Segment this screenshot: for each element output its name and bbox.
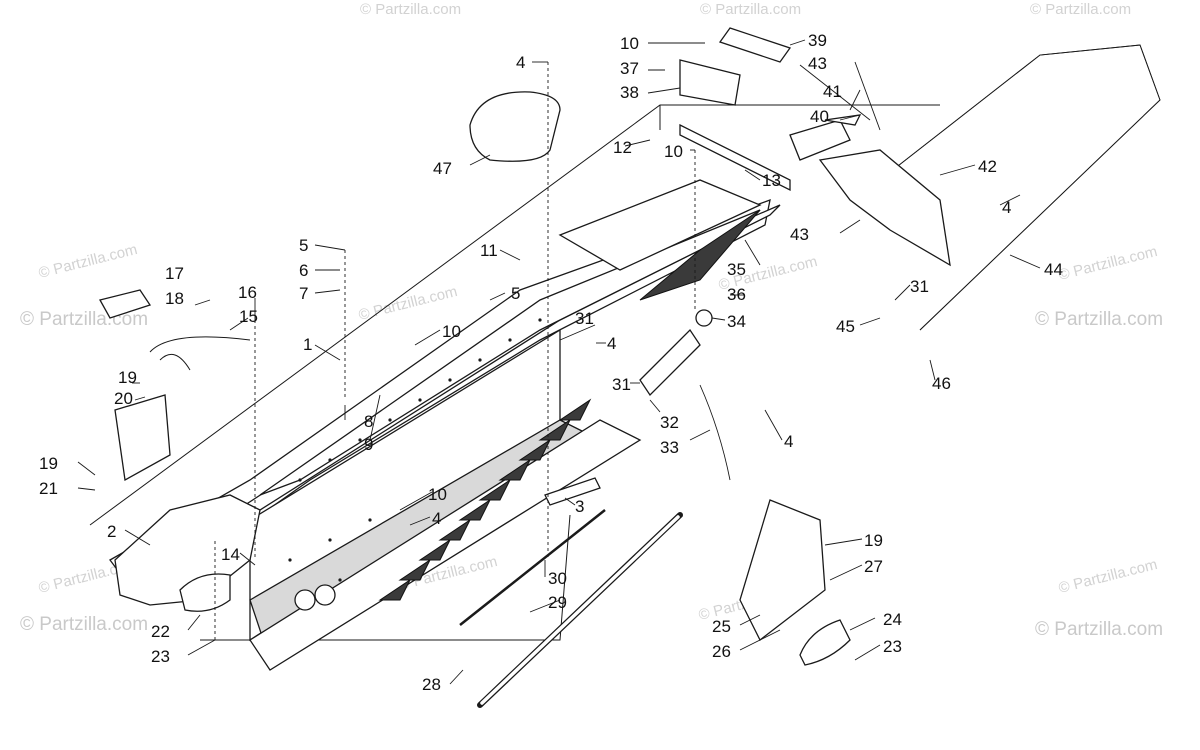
callout-4: 4 [784, 432, 793, 451]
watermark: © Partzilla.com [360, 1, 461, 18]
bracket-20 [114, 394, 171, 482]
callout-14: 14 [221, 545, 240, 564]
watermark: © Partzilla.com [1035, 619, 1163, 640]
callout-10: 10 [664, 142, 683, 161]
bar-15 [149, 336, 251, 371]
callout-23: 23 [151, 647, 170, 666]
callout-19: 19 [864, 531, 883, 550]
seat-cushion [469, 91, 561, 162]
callout-27: 27 [864, 557, 883, 576]
callout-16: 16 [238, 283, 257, 302]
callout-26: 26 [712, 642, 731, 661]
callout-19: 19 [39, 454, 58, 473]
leader-lines [77, 39, 1041, 685]
callout-8: 8 [364, 412, 373, 431]
callout-10: 10 [442, 322, 461, 341]
watermark: © Partzilla.com [37, 241, 139, 282]
footwell-24 [799, 619, 851, 666]
callout-21: 21 [39, 479, 58, 498]
bracket-38 [679, 59, 741, 106]
callout-47: 47 [433, 159, 452, 178]
tunnel-assembly [109, 179, 781, 671]
callout-20: 20 [114, 389, 133, 408]
callout-19: 19 [118, 368, 137, 387]
callout-3: 3 [575, 497, 584, 516]
footwell-22 [179, 573, 231, 612]
watermark: © Partzilla.com [1030, 1, 1131, 18]
callout-31: 31 [910, 277, 929, 296]
heat-exchanger [639, 209, 761, 301]
callout-23: 23 [883, 637, 902, 656]
callout-4: 4 [432, 509, 441, 528]
callout-15: 15 [239, 307, 258, 326]
callout-4: 4 [607, 334, 616, 353]
callout-46: 46 [932, 374, 951, 393]
callout-1: 1 [303, 335, 312, 354]
rod-30 [459, 509, 606, 626]
callout-9: 9 [364, 435, 373, 454]
callout-18: 18 [165, 289, 184, 308]
callout-11: 11 [480, 241, 498, 260]
callout-44: 44 [1044, 260, 1063, 279]
callout-2: 2 [107, 522, 116, 541]
strap-33 [699, 384, 731, 481]
cover-17 [99, 289, 152, 319]
watermark: © Partzilla.com [357, 283, 459, 324]
callout-25: 25 [712, 617, 731, 636]
callout-34: 34 [727, 312, 746, 331]
callouts: 1 2 3 4 4 4 4 4 5 5 6 7 8 9 10 10 10 10 … [39, 31, 1063, 694]
callout-4: 4 [1002, 198, 1011, 217]
grommet-34 [695, 309, 713, 327]
callout-17: 17 [165, 264, 184, 283]
callout-35: 35 [727, 260, 746, 279]
callout-4: 4 [516, 53, 525, 72]
watermark: © Partzilla.com [1035, 309, 1163, 330]
callout-37: 37 [620, 59, 639, 78]
callout-10: 10 [428, 485, 447, 504]
callout-6: 6 [299, 261, 308, 280]
callout-32: 32 [660, 413, 679, 432]
callout-24: 24 [883, 610, 902, 629]
callout-28: 28 [422, 675, 441, 694]
callout-22: 22 [151, 622, 170, 641]
callout-40: 40 [810, 107, 829, 126]
callout-5: 5 [511, 284, 520, 303]
parts [99, 27, 1161, 708]
part-40 [789, 119, 851, 161]
watermark: © Partzilla.com [20, 614, 148, 635]
callout-29: 29 [548, 593, 567, 612]
callout-31: 31 [612, 375, 631, 394]
callout-42: 42 [978, 157, 997, 176]
tunnel-outline [89, 104, 940, 641]
bracket-39 [718, 27, 792, 63]
callout-5: 5 [299, 236, 308, 255]
bracket-32 [639, 328, 701, 397]
callout-39: 39 [808, 31, 827, 50]
top-panel [558, 179, 762, 271]
callout-45: 45 [836, 317, 855, 336]
callout-38: 38 [620, 83, 639, 102]
callout-43: 43 [790, 225, 809, 244]
callout-7: 7 [299, 284, 308, 303]
callout-33: 33 [660, 438, 679, 457]
rail-13 [679, 123, 791, 192]
watermark: © Partzilla.com [1057, 243, 1159, 284]
callout-10: 10 [620, 34, 639, 53]
callout-13: 13 [762, 171, 781, 190]
callout-41: 41 [823, 82, 842, 101]
watermark: © Partzilla.com [700, 1, 801, 18]
callout-12: 12 [613, 138, 632, 157]
watermark: © Partzilla.com [1057, 556, 1159, 597]
callout-43: 43 [808, 54, 827, 73]
tunnel-cutouts [378, 398, 592, 601]
callout-31: 31 [575, 309, 594, 328]
callout-36: 36 [727, 285, 746, 304]
rear-housing [818, 149, 951, 267]
footrest-25 [739, 499, 826, 641]
callout-30: 30 [548, 569, 567, 588]
